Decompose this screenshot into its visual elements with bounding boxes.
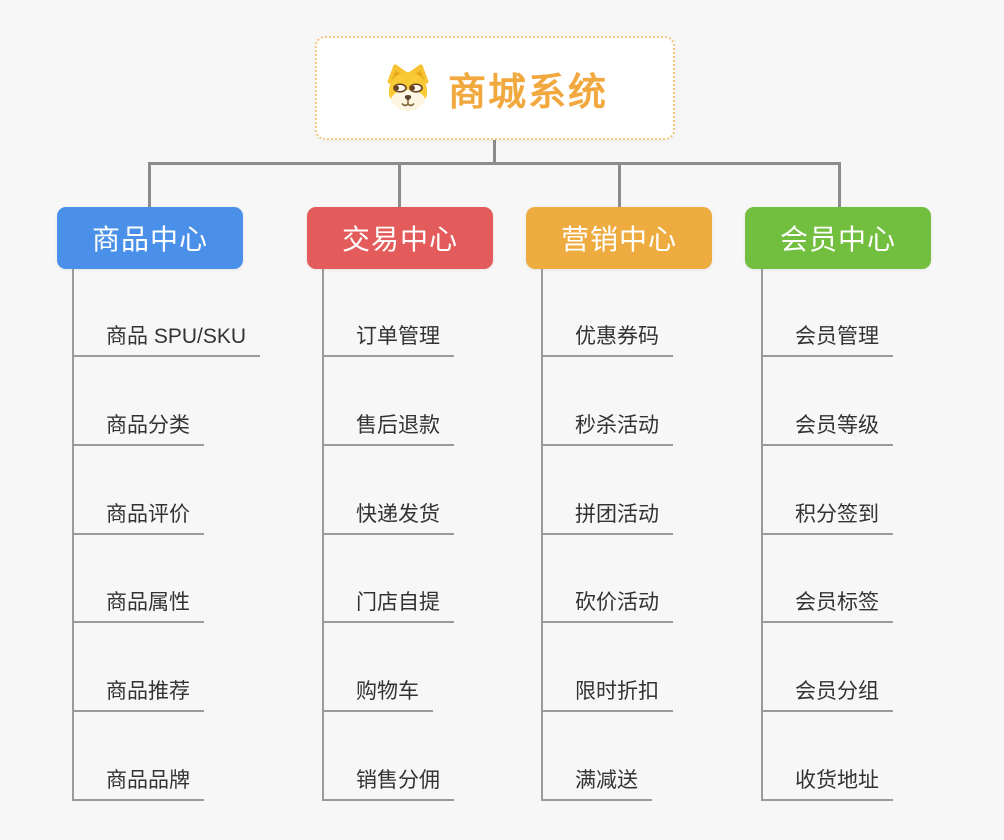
leaf-node[interactable]: 拼团活动 xyxy=(541,493,673,535)
branch-node-product-center[interactable]: 商品中心 xyxy=(57,207,243,269)
drop-line-product xyxy=(148,162,151,208)
shiba-dog-icon xyxy=(387,64,429,111)
leaf-node[interactable]: 商品推荐 xyxy=(72,670,204,712)
trunk-line-marketing xyxy=(541,269,543,801)
leaf-node[interactable]: 门店自提 xyxy=(322,581,454,623)
root-node-mall-system[interactable]: 商城系统 xyxy=(315,36,675,140)
branch-node-member-center[interactable]: 会员中心 xyxy=(745,207,931,269)
leaf-node[interactable]: 砍价活动 xyxy=(541,581,673,623)
leaf-node[interactable]: 销售分佣 xyxy=(322,759,454,801)
leaf-node[interactable]: 商品品牌 xyxy=(72,759,204,801)
leaf-node[interactable]: 商品属性 xyxy=(72,581,204,623)
branch-bus-line xyxy=(148,162,840,165)
drop-line-member xyxy=(838,162,841,208)
branch-label: 交易中心 xyxy=(341,224,458,255)
leaf-node[interactable]: 满减送 xyxy=(541,759,652,801)
leaf-node[interactable]: 限时折扣 xyxy=(541,670,673,712)
leaf-node[interactable]: 会员等级 xyxy=(761,404,893,446)
branch-label: 营销中心 xyxy=(560,224,677,255)
leaf-node[interactable]: 售后退款 xyxy=(322,404,454,446)
leaf-node[interactable]: 商品 SPU/SKU xyxy=(72,315,261,357)
drop-line-trade xyxy=(398,162,401,208)
leaf-node[interactable]: 秒杀活动 xyxy=(541,404,673,446)
leaf-node[interactable]: 订单管理 xyxy=(322,315,454,357)
branch-node-trade-center[interactable]: 交易中心 xyxy=(307,207,493,269)
root-stem-line xyxy=(493,140,496,165)
leaf-node[interactable]: 商品评价 xyxy=(72,493,204,535)
branch-label: 商品中心 xyxy=(91,224,208,255)
leaf-node[interactable]: 会员标签 xyxy=(761,581,893,623)
leaf-node[interactable]: 会员分组 xyxy=(761,670,893,712)
trunk-line-member xyxy=(761,269,763,801)
leaf-node[interactable]: 积分签到 xyxy=(761,493,893,535)
leaf-node[interactable]: 购物车 xyxy=(322,670,433,712)
branch-node-marketing-center[interactable]: 营销中心 xyxy=(526,207,712,269)
leaf-node[interactable]: 优惠券码 xyxy=(541,315,673,357)
leaf-node[interactable]: 收货地址 xyxy=(761,759,893,801)
trunk-line-trade xyxy=(322,269,324,801)
leaf-node[interactable]: 会员管理 xyxy=(761,315,893,357)
branch-label: 会员中心 xyxy=(779,224,896,255)
drop-line-marketing xyxy=(618,162,621,208)
leaf-node[interactable]: 商品分类 xyxy=(72,404,204,446)
trunk-line-product xyxy=(72,269,74,801)
leaf-node[interactable]: 快递发货 xyxy=(322,493,454,535)
root-title: 商城系统 xyxy=(447,71,608,114)
